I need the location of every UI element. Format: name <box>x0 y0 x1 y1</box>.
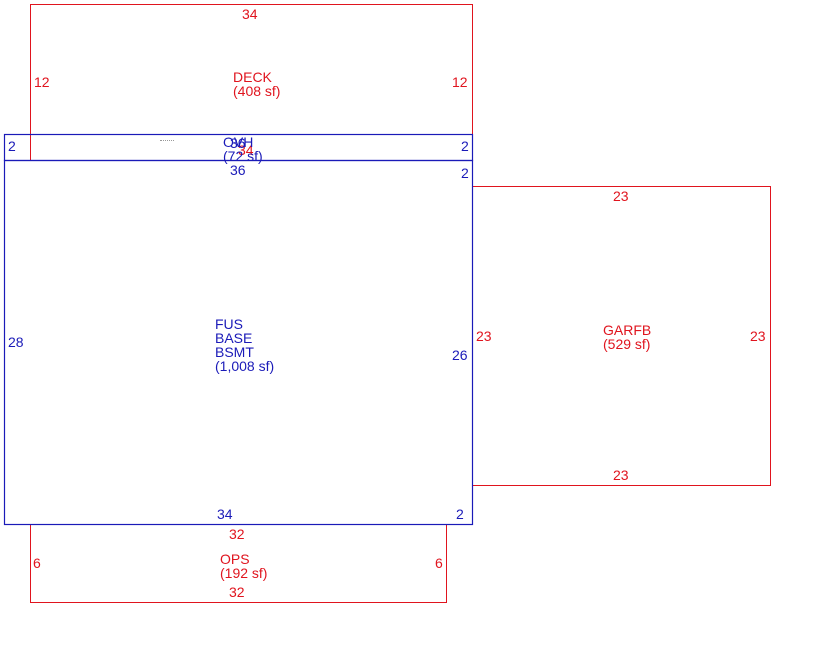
ovh-dim-bottom: 36 <box>230 162 246 178</box>
garage-code: GARFB <box>603 322 652 338</box>
ovh-overlap-code: 36 <box>230 135 246 151</box>
main-area: (1,008 sf) <box>215 358 275 374</box>
garage-dim-top: 23 <box>613 188 629 204</box>
ovh-label: OVH (72 sf) <box>223 135 263 163</box>
ops-dim-left: 6 <box>33 555 41 571</box>
deck-label: DECK (408 sf) <box>233 70 280 98</box>
ovh-dim-left: 2 <box>8 138 16 154</box>
ops-dim-right: 6 <box>435 555 443 571</box>
ops-dim-bottom: 32 <box>229 584 245 600</box>
deck-dim-top: 34 <box>242 6 258 22</box>
ovh-dim-right: 2 <box>461 138 469 154</box>
dotted-mark <box>160 140 174 142</box>
ops-code: OPS <box>220 551 250 567</box>
ovh-code: OVH <box>223 134 254 150</box>
main-dim-right: 26 <box>452 347 468 363</box>
deck-dim-right: 12 <box>452 74 468 90</box>
main-dim-top-right: 2 <box>461 165 469 181</box>
garage-dim-right: 23 <box>750 328 766 344</box>
deck-area: (408 sf) <box>233 83 281 99</box>
main-code-base: BASE <box>215 330 253 346</box>
main-dim-left: 28 <box>8 334 24 350</box>
garage-dim-bottom: 23 <box>613 467 629 483</box>
main-code-fus: FUS <box>215 316 243 332</box>
ovh-overlap-dim: 34 <box>238 142 254 158</box>
deck-code: DECK <box>233 69 272 85</box>
ops-area: (192 sf) <box>220 565 268 581</box>
garage-area: (529 sf) <box>603 336 651 352</box>
ops-label: OPS (192 sf) <box>220 552 267 580</box>
garage-label: GARFB (529 sf) <box>603 323 651 351</box>
main-label: FUS BASE BSMT (1,008 sf) <box>215 317 274 373</box>
deck-dim-left: 12 <box>34 74 50 90</box>
ops-dim-top: 32 <box>229 526 245 542</box>
main-area-outline <box>3 159 474 526</box>
garage-dim-left: 23 <box>476 328 492 344</box>
ovh-area: (72 sf) <box>223 148 263 164</box>
main-dim-bottom: 34 <box>217 506 233 522</box>
main-code-bsmt: BSMT <box>215 344 254 360</box>
main-dim-bottom-right: 2 <box>456 506 464 522</box>
